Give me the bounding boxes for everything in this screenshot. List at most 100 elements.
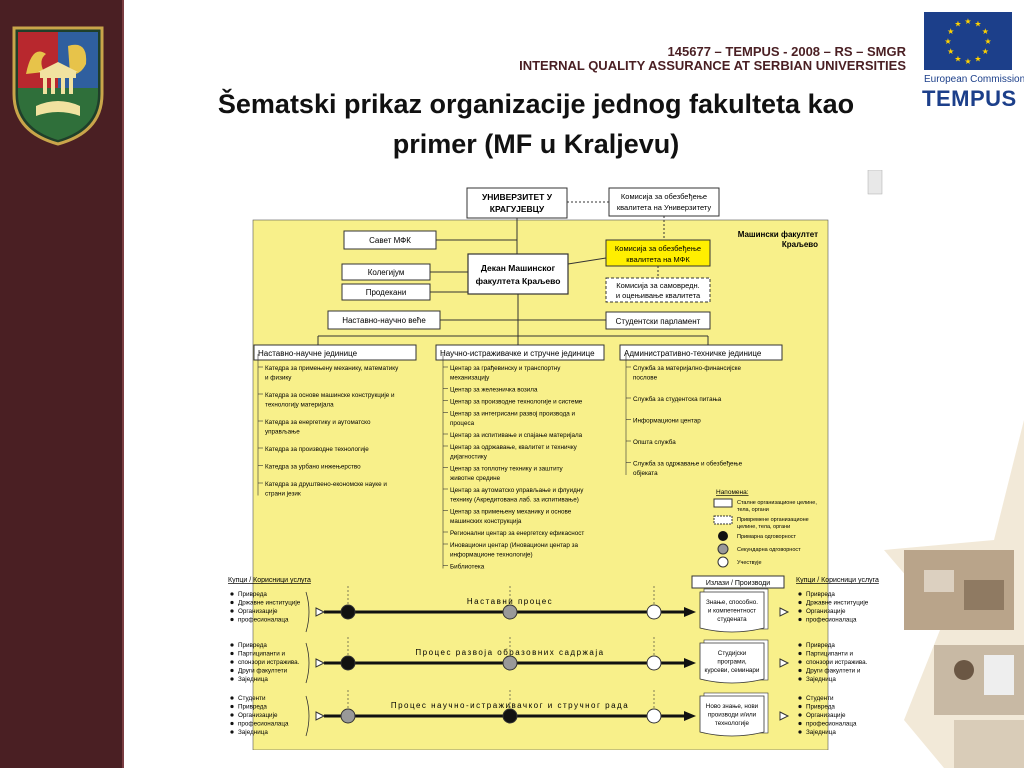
responsibility-node xyxy=(502,604,518,620)
eu-star-icon: ★ xyxy=(944,37,951,46)
bullet xyxy=(230,643,234,647)
organization-diagram: УНИВЕРЗИТЕТ У КРАГУЈЕВЦУ Комисија за обе… xyxy=(188,170,888,750)
unit-item: Центар за интегрисани развој производа и xyxy=(450,411,575,418)
unit-item: технологију материјала xyxy=(265,402,334,409)
input-item: Организације xyxy=(238,712,278,719)
output-customer-item: Заједница xyxy=(806,676,836,683)
bullet xyxy=(798,668,802,673)
photo-image xyxy=(924,570,954,592)
output-label: Знање, способно. xyxy=(706,598,758,606)
photo-image xyxy=(964,580,1004,610)
photo-image xyxy=(954,720,1024,768)
legend-temporary-2: целине, тела, органи xyxy=(737,524,790,530)
input-item: Организације xyxy=(238,608,278,615)
eu-star-icon: ★ xyxy=(947,47,954,56)
unit-item: послове xyxy=(633,375,658,382)
unit-item: Катедра за урбано инжењерство xyxy=(265,463,361,471)
bullet xyxy=(230,609,234,613)
output-label: и компетентност xyxy=(708,608,756,615)
unit-item: Служба за одржавање и обезбеђење xyxy=(633,460,743,468)
eu-star-icon: ★ xyxy=(974,20,981,29)
col1-header: Наставно-научне јединице xyxy=(258,349,358,358)
connector xyxy=(567,257,607,265)
outputs-title: Купци / Корисници услуга xyxy=(796,577,879,584)
unit-item: Катедра за основе машинске конструкције … xyxy=(265,392,395,399)
output-label: курсеви, семинари xyxy=(705,667,760,674)
dean-label-1: Декан Машинског xyxy=(481,263,556,273)
input-item: Привреда xyxy=(238,704,267,711)
unit-item: објеката xyxy=(633,469,658,477)
unit-item: и физику xyxy=(265,375,292,382)
unit-item: Центар за аутоматско управљање и флуидну xyxy=(450,487,584,494)
eu-flag-icon: ★★★★★★★★★★★★ xyxy=(924,12,1012,70)
bullet xyxy=(230,704,234,709)
responsibility-node xyxy=(646,604,662,620)
bullet xyxy=(230,617,234,622)
col3-header: Административно-техничке јединице xyxy=(624,349,762,358)
col2-header-box xyxy=(435,344,605,361)
process-name: Наставни процес xyxy=(467,597,553,606)
bullet xyxy=(230,730,234,734)
bullet xyxy=(230,696,234,700)
self-eval-label-1: Комисија за самовредн. xyxy=(616,281,699,290)
legend-permanent-1: Сталне организационе целине, xyxy=(737,500,817,506)
bullet xyxy=(798,704,802,709)
dean-label-2: факултета Краљево xyxy=(476,276,561,286)
input-item: Други факултети xyxy=(238,668,288,675)
output-label: производи и/или xyxy=(708,712,757,719)
bullet xyxy=(230,651,234,656)
arrow-icon xyxy=(315,607,326,617)
output-document xyxy=(699,591,765,633)
eu-star-icon: ★ xyxy=(964,57,971,66)
eu-star-icon: ★ xyxy=(982,27,989,36)
unit-item: дијагностику xyxy=(450,454,488,461)
slide-title: Šematski prikaz organizacije jednog faku… xyxy=(136,84,936,164)
unit-item: Центар за железничка возила xyxy=(450,387,538,394)
col1-items: Катедра за примењену механику, математик… xyxy=(257,354,399,498)
eu-star-icon: ★ xyxy=(947,27,954,36)
unit-item: управљање xyxy=(265,429,300,436)
output-label: програми, xyxy=(717,659,747,666)
input-item: професионалаца xyxy=(238,617,289,624)
bullet xyxy=(798,660,802,664)
bracket xyxy=(305,591,310,633)
input-item: Партиципанти и xyxy=(238,651,285,658)
unit-item: механизацију xyxy=(450,375,490,382)
bullet xyxy=(798,609,802,613)
input-item: Заједница xyxy=(238,729,268,736)
scroll-thumb[interactable] xyxy=(867,170,883,195)
input-item: професионалаца xyxy=(238,721,289,728)
output-customer-item: Државне институције xyxy=(806,600,869,607)
project-name: INTERNAL QUALITY ASSURANCE AT SERBIAN UN… xyxy=(519,58,906,73)
output-customer-item: Организације xyxy=(806,712,846,719)
unit-item: Центар за испитивање и спајање материјал… xyxy=(450,432,583,439)
output-label: студената xyxy=(717,616,747,623)
bullet xyxy=(230,677,234,681)
unit-item: Библиотека xyxy=(450,563,485,571)
uni-commission-box xyxy=(608,187,720,217)
bullet xyxy=(798,677,802,681)
bullet xyxy=(230,600,234,605)
faculty-label-1: Машински факултет xyxy=(738,230,818,239)
bracket xyxy=(305,695,310,737)
responsibility-node xyxy=(646,708,662,724)
legend-permanent-swatch xyxy=(713,498,733,508)
input-item: Државне институције xyxy=(238,600,301,607)
decorative-photo-panel xyxy=(884,420,1024,768)
bullet xyxy=(798,617,802,622)
eu-star-icon: ★ xyxy=(982,47,989,56)
bullet xyxy=(798,643,802,647)
izlazi-title: Излази / Производи xyxy=(706,580,770,587)
eu-star-icon: ★ xyxy=(964,17,971,26)
mfk-commission-box xyxy=(605,239,711,267)
col1-header-box xyxy=(253,344,417,361)
col3-items: Служба за материјално-финансијскепослове… xyxy=(625,354,743,477)
university-label-1: УНИВЕРЗИТЕТ У xyxy=(482,192,553,202)
output-customer-item: Привреда xyxy=(806,642,835,649)
arrow-icon xyxy=(779,607,790,617)
legend-temporary-swatch xyxy=(713,515,733,525)
arrow-icon xyxy=(779,711,790,721)
bullet xyxy=(230,660,234,664)
legend: Напомена: Сталне организационе целине, т… xyxy=(713,489,817,568)
responsibility-node xyxy=(340,604,356,620)
